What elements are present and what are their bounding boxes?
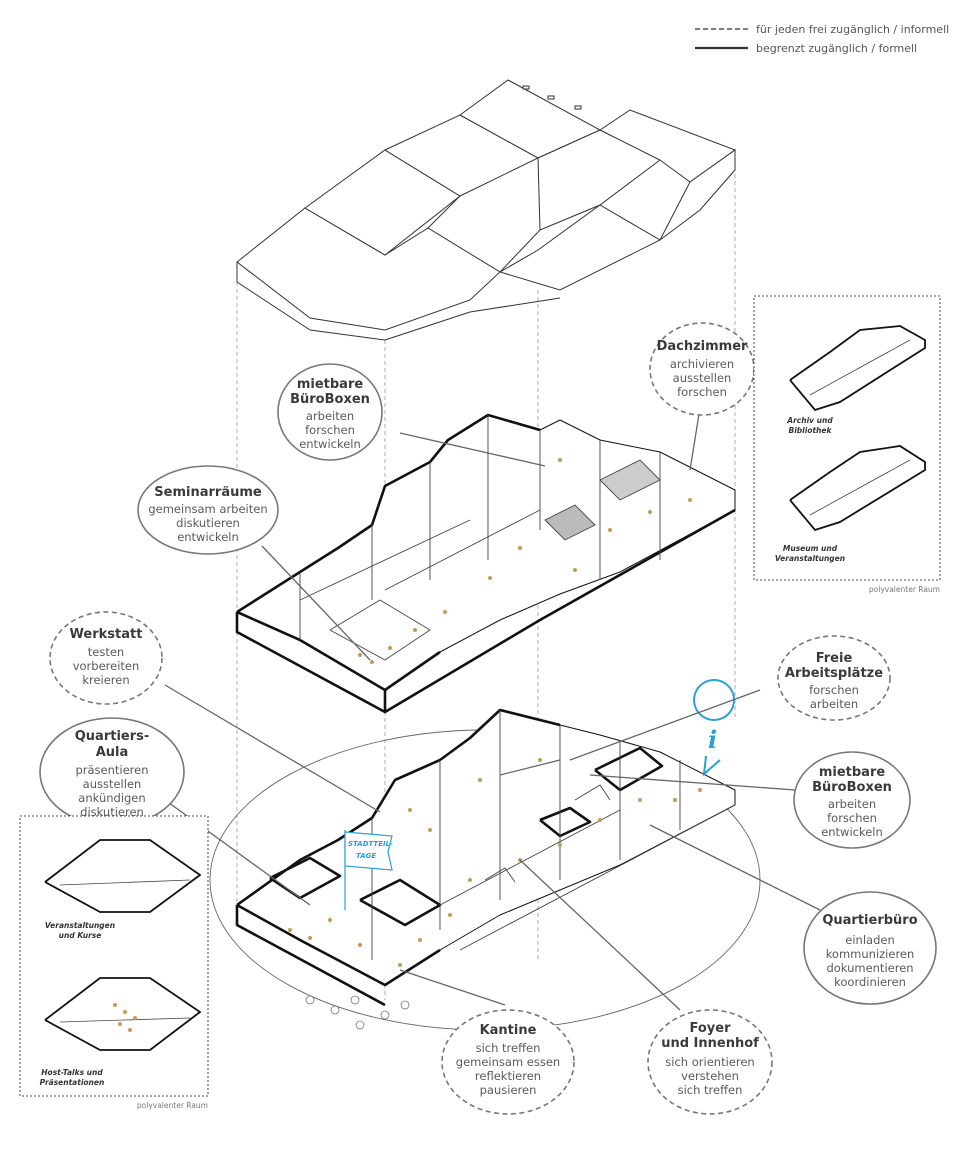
svg-text:pausieren: pausieren — [480, 1083, 537, 1097]
svg-text:sich treffen: sich treffen — [476, 1041, 541, 1055]
svg-text:reflektieren: reflektieren — [475, 1069, 541, 1083]
svg-text:koordinieren: koordinieren — [834, 975, 906, 989]
svg-text:arbeiten: arbeiten — [810, 697, 858, 711]
svg-text:sich orientieren: sich orientieren — [665, 1055, 754, 1069]
svg-text:Veranstaltungen: Veranstaltungen — [45, 921, 115, 930]
svg-text:mietbare: mietbare — [297, 377, 364, 392]
svg-text:entwickeln: entwickeln — [821, 825, 883, 839]
svg-text:Kantine: Kantine — [480, 1023, 537, 1038]
ground-floor-people — [288, 758, 702, 967]
svg-text:forschen: forschen — [827, 811, 877, 825]
bubble-quartierbuero: Quartierbüro einladen kommunizieren doku… — [803, 891, 937, 1005]
legend-dashed-label: für jeden frei zugänglich / informell — [756, 23, 949, 36]
svg-text:Dachzimmer: Dachzimmer — [657, 339, 748, 354]
svg-text:entwickeln: entwickeln — [177, 530, 239, 544]
bubble-quartiers-aula: Quartiers- Aula präsentieren ausstellen … — [39, 717, 185, 827]
info-icon: i — [708, 725, 717, 754]
upper-floor-interior — [299, 415, 661, 661]
roof-level — [236, 79, 737, 341]
legend-solid-label: begrenzt zugänglich / formell — [756, 42, 917, 55]
svg-text:Foyer: Foyer — [690, 1021, 732, 1036]
bubble-foyer: Foyer und Innenhof sich orientieren vers… — [647, 1009, 773, 1115]
svg-text:entwickeln: entwickeln — [299, 437, 361, 451]
svg-text:Archiv und: Archiv und — [786, 416, 833, 425]
inset-left: Veranstaltungen und Kurse Host-Talks und… — [19, 815, 209, 1110]
svg-text:forschen: forschen — [809, 683, 859, 697]
svg-text:gemeinsam arbeiten: gemeinsam arbeiten — [148, 502, 267, 516]
svg-text:Arbeitsplätze: Arbeitsplätze — [785, 666, 883, 681]
ground-floor — [235, 708, 736, 1007]
bubble-bueroboxen-top: mietbare BüroBoxen arbeiten forschen ent… — [277, 363, 383, 461]
svg-text:testen: testen — [88, 645, 124, 659]
svg-text:und Kurse: und Kurse — [59, 931, 102, 940]
svg-text:Veranstaltungen: Veranstaltungen — [775, 554, 845, 563]
svg-text:polyvalenter Raum: polyvalenter Raum — [137, 1101, 208, 1110]
svg-text:forschen: forschen — [677, 385, 727, 399]
svg-text:ausstellen: ausstellen — [83, 777, 142, 791]
bubble-werkstatt: Werkstatt testen vorbereiten kreieren — [49, 611, 163, 705]
svg-text:ausstellen: ausstellen — [673, 371, 732, 385]
svg-text:BüroBoxen: BüroBoxen — [290, 392, 370, 407]
svg-text:arbeiten: arbeiten — [828, 797, 876, 811]
svg-text:Bibliothek: Bibliothek — [789, 426, 833, 435]
bubble-bueroboxen-bottom: mietbare BüroBoxen arbeiten forschen ent… — [793, 751, 911, 849]
svg-text:Quartierbüro: Quartierbüro — [822, 913, 917, 928]
stadtteiltage-flag: STADTTEIL- TAGE — [344, 830, 393, 910]
svg-text:vorbereiten: vorbereiten — [73, 659, 140, 673]
svg-text:kreieren: kreieren — [82, 673, 129, 687]
svg-text:Seminarräume: Seminarräume — [154, 485, 262, 500]
svg-text:Museum und: Museum und — [783, 544, 838, 553]
flag-line-2: TAGE — [356, 852, 376, 860]
outdoor-tables — [305, 995, 410, 1030]
svg-text:BüroBoxen: BüroBoxen — [812, 780, 892, 795]
svg-text:arbeiten: arbeiten — [306, 409, 354, 423]
upper-floor-people — [358, 458, 692, 664]
svg-text:Host-Talks und: Host-Talks und — [41, 1068, 103, 1077]
info-marker: i — [693, 679, 735, 777]
svg-text:forschen: forschen — [305, 423, 355, 437]
svg-text:Aula: Aula — [96, 745, 129, 760]
svg-text:sich treffen: sich treffen — [678, 1083, 743, 1097]
svg-text:Freie: Freie — [816, 651, 853, 666]
bubble-kantine: Kantine sich treffen gemeinsam essen ref… — [441, 1009, 575, 1115]
svg-text:mietbare: mietbare — [819, 765, 886, 780]
inset-right: Archiv und Bibliothek Museum und Veranst… — [753, 295, 941, 594]
svg-text:ankündigen: ankündigen — [78, 791, 145, 805]
svg-text:gemeinsam essen: gemeinsam essen — [456, 1055, 560, 1069]
svg-text:kommunizieren: kommunizieren — [826, 947, 915, 961]
svg-text:präsentieren: präsentieren — [75, 763, 148, 777]
svg-text:Werkstatt: Werkstatt — [70, 627, 143, 642]
bubble-seminarraeume: Seminarräume gemeinsam arbeiten diskutie… — [137, 465, 279, 555]
svg-text:Quartiers-: Quartiers- — [75, 729, 150, 744]
bubble-freie-arbeitsplaetze: Freie Arbeitsplätze forschen arbeiten — [777, 635, 891, 721]
svg-text:verstehen: verstehen — [681, 1069, 739, 1083]
svg-text:und Innenhof: und Innenhof — [661, 1036, 759, 1051]
svg-text:einladen: einladen — [845, 933, 894, 947]
svg-text:polyvalenter Raum: polyvalenter Raum — [869, 585, 940, 594]
svg-text:Präsentationen: Präsentationen — [40, 1078, 105, 1087]
svg-text:archivieren: archivieren — [670, 357, 734, 371]
legend: für jeden frei zugänglich / informell be… — [695, 23, 949, 55]
flag-line-1: STADTTEIL- — [348, 840, 393, 848]
bubble-dachzimmer: Dachzimmer archivieren ausstellen forsch… — [649, 322, 755, 416]
svg-text:diskutieren: diskutieren — [176, 516, 240, 530]
svg-text:dokumentieren: dokumentieren — [826, 961, 913, 975]
